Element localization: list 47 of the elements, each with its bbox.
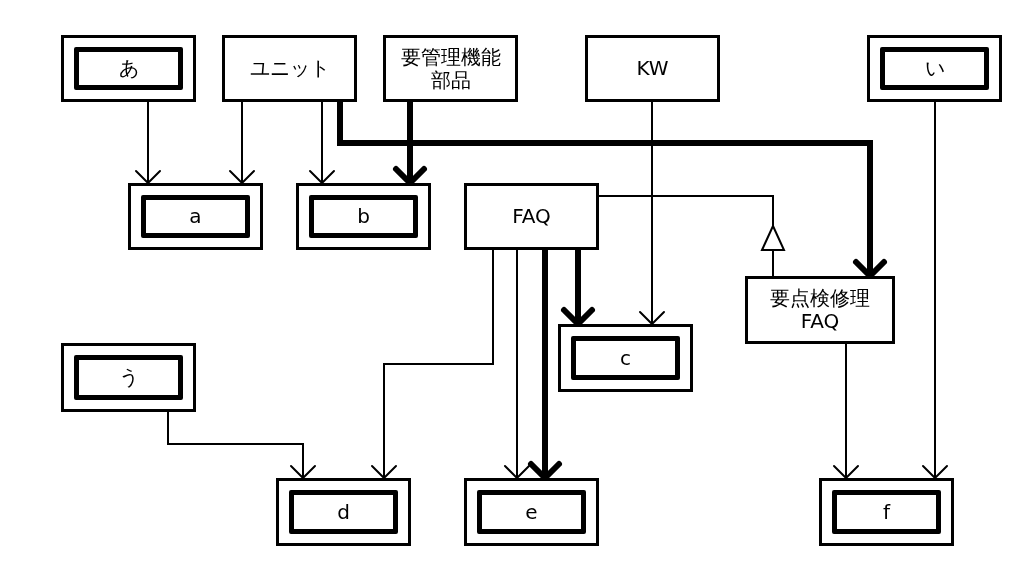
label-box — [880, 47, 989, 90]
entity-box — [222, 35, 357, 102]
entity-box — [745, 276, 895, 344]
node-label: FAQ — [512, 205, 551, 228]
label-box — [74, 355, 183, 400]
outer-frame — [867, 35, 1002, 102]
outer-frame — [128, 183, 263, 250]
node-label: KW — [636, 57, 669, 80]
node-label: い — [924, 57, 945, 80]
outer-frame — [819, 478, 954, 546]
label-box — [477, 490, 586, 534]
node-label: e — [525, 500, 538, 524]
arrow — [167, 411, 316, 479]
entity-box — [464, 183, 599, 250]
outer-frame — [61, 35, 196, 102]
arrow — [639, 101, 665, 325]
node-label: d — [337, 500, 350, 524]
arrow — [504, 249, 530, 479]
entity-box — [383, 35, 518, 102]
label-box — [74, 47, 183, 90]
node-label: 要管理機能部品 — [399, 45, 502, 92]
inheritance-arrow — [598, 195, 785, 277]
node-label: あ — [118, 57, 139, 80]
node-label: b — [357, 205, 370, 228]
label-box — [309, 195, 418, 238]
entity-box — [585, 35, 720, 102]
node-label: f — [882, 500, 890, 524]
arrow — [229, 101, 255, 184]
arrow — [135, 101, 161, 184]
arrow — [922, 101, 948, 479]
arrow — [371, 249, 494, 479]
arrow — [309, 101, 335, 184]
label-box — [571, 336, 680, 380]
outer-frame — [558, 324, 693, 392]
label-box — [289, 490, 398, 534]
node-label: a — [189, 205, 202, 228]
outer-frame — [276, 478, 411, 546]
outer-frame — [296, 183, 431, 250]
node-label: う — [118, 366, 139, 389]
arrow — [833, 343, 859, 479]
label-box — [832, 490, 941, 534]
node-label: c — [620, 346, 631, 370]
node-label: 要点検修理FAQ — [769, 287, 871, 333]
node-label: ユニット — [249, 57, 330, 80]
outer-frame — [464, 478, 599, 546]
label-box — [141, 195, 250, 238]
outer-frame — [61, 343, 196, 412]
